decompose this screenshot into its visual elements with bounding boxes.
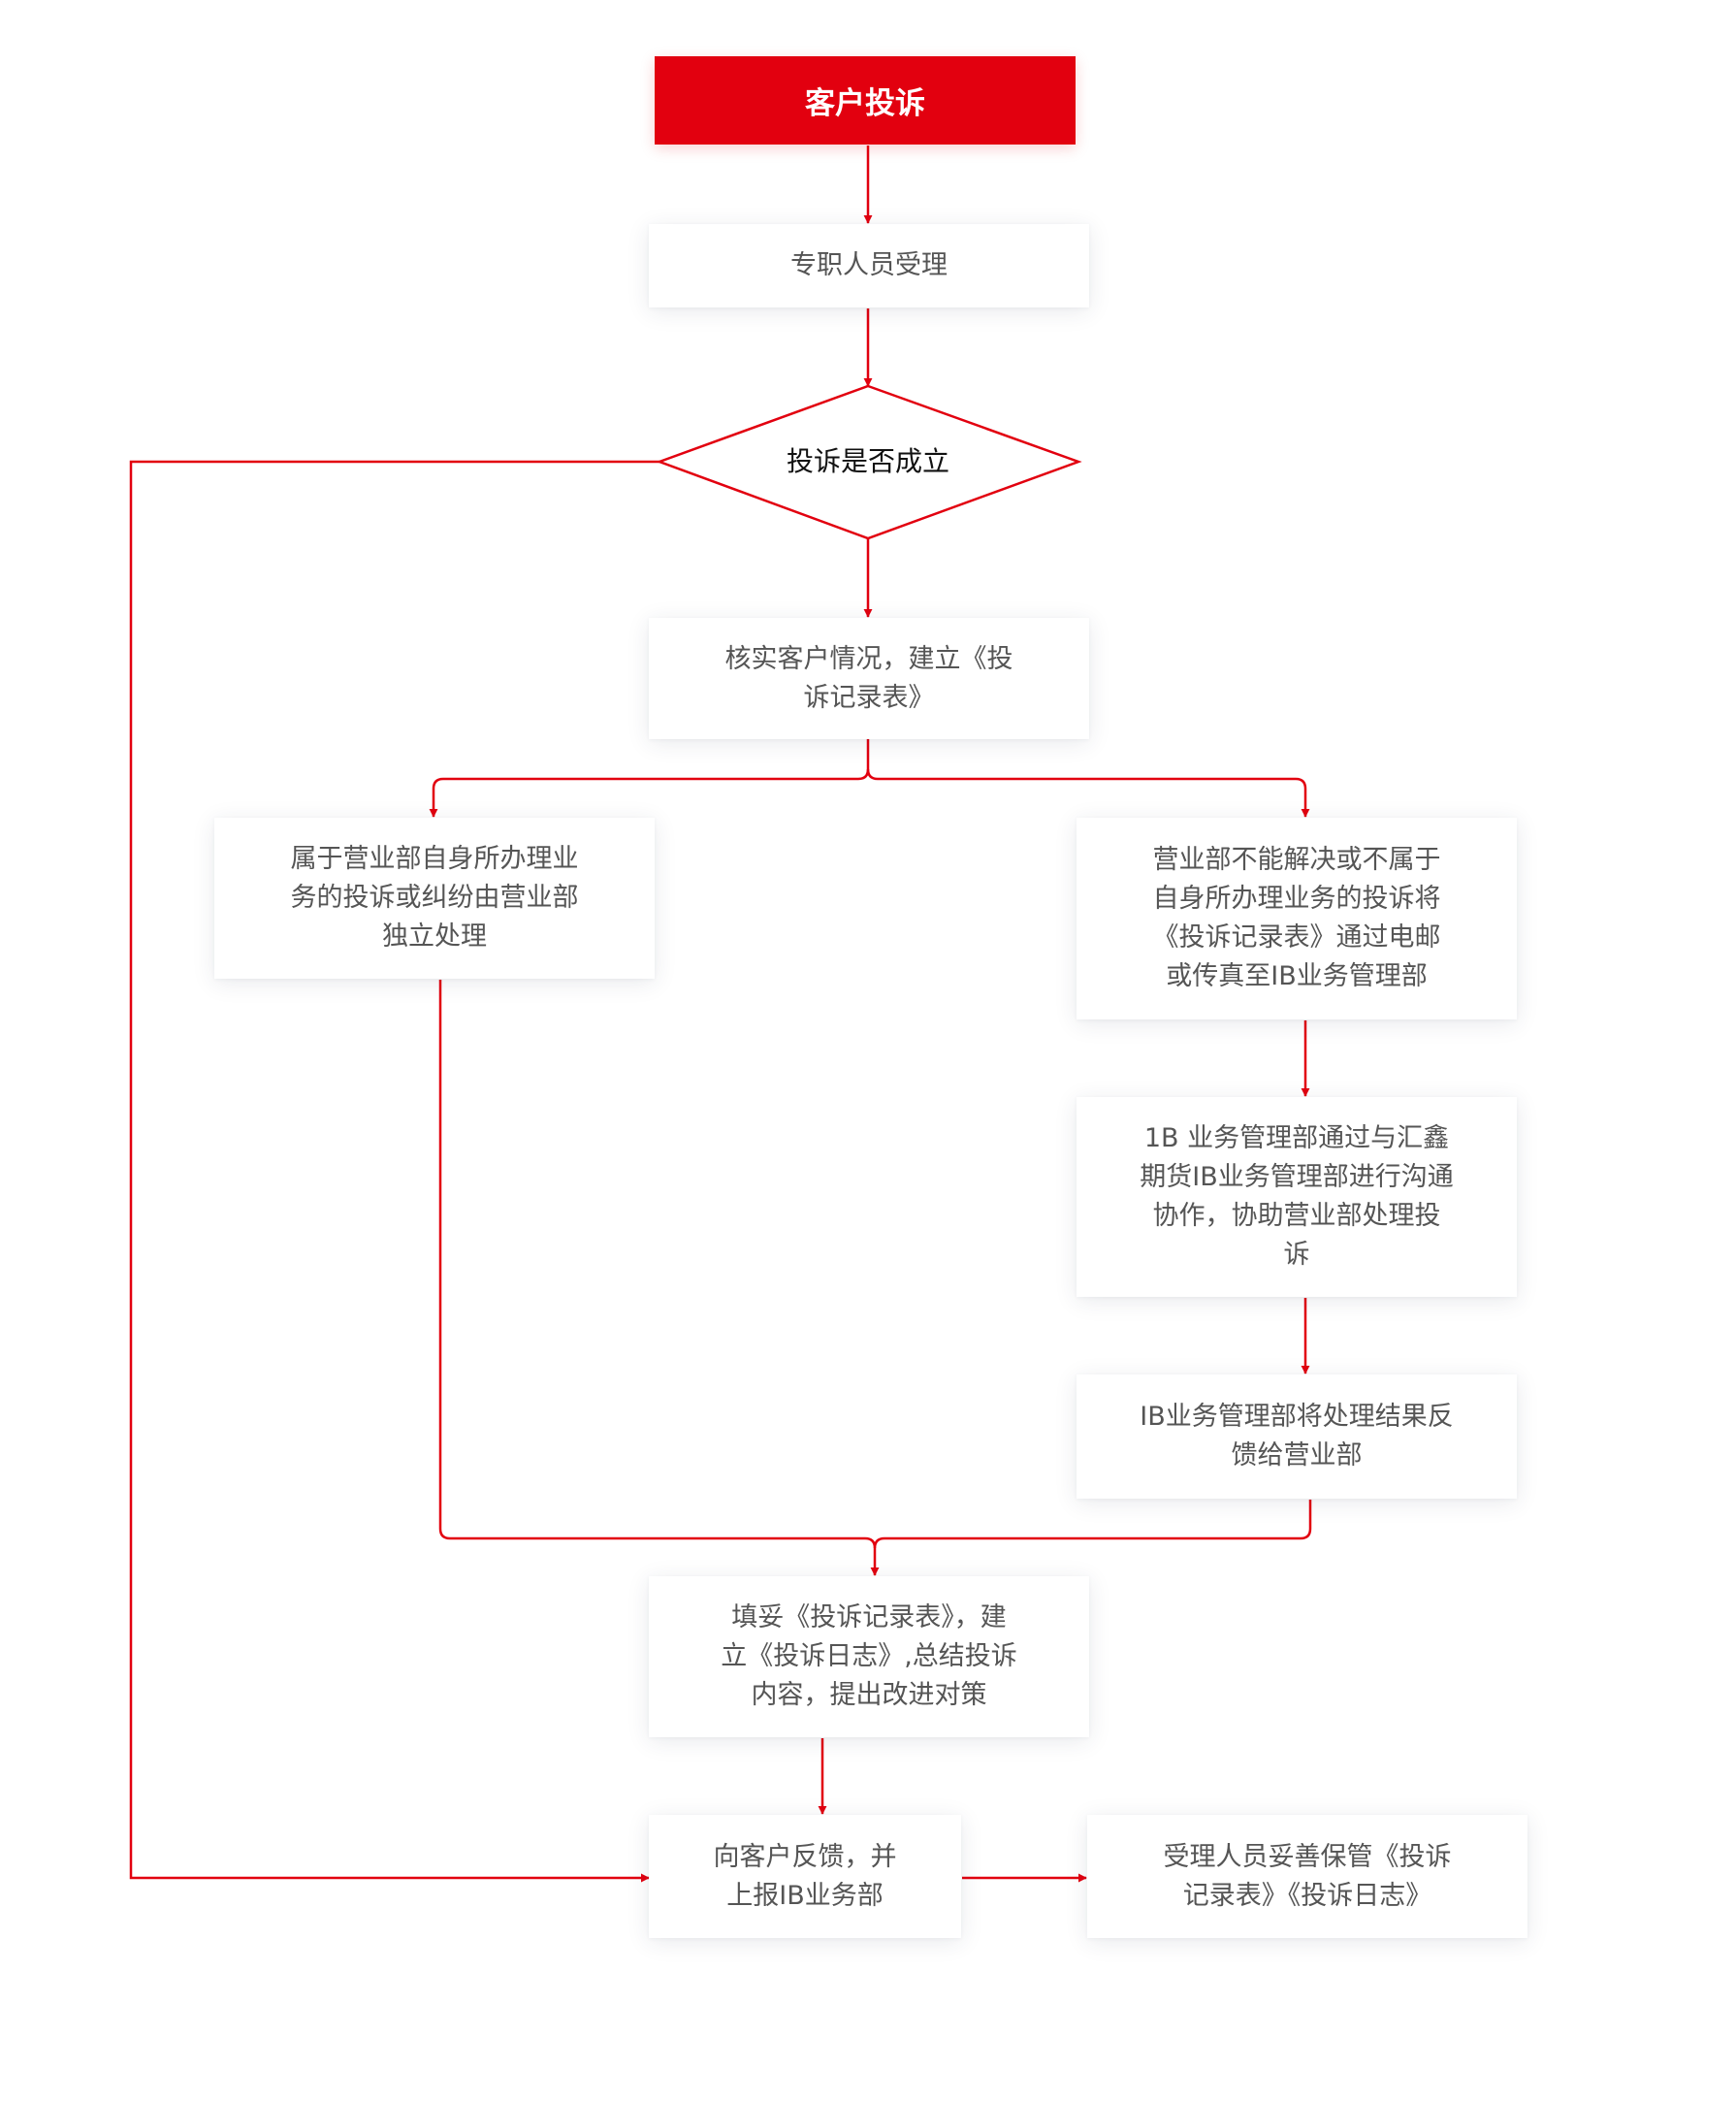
verify-node: 核实客户情况，建立《投 诉记录表》 (649, 618, 1089, 739)
customer-feedback-label: 向客户反馈，并 上报IB业务部 (713, 1841, 897, 1911)
branch-left-node: 属于营业部自身所办理业 务的投诉或纠纷由营业部 独立处理 (214, 818, 655, 979)
archive-label: 受理人员妥善保管《投诉 记录表》《投诉日志》 (1163, 1841, 1452, 1911)
customer-feedback-node: 向客户反馈，并 上报IB业务部 (649, 1815, 961, 1938)
branch-right-node: 营业部不能解决或不属于 自身所办理业务的投诉将 《投诉记录表》通过电邮 或传真至… (1077, 818, 1517, 1019)
connector-verify-to-right-branch (866, 768, 1310, 818)
accept-node: 专职人员受理 (649, 224, 1089, 307)
branch-right-label: 营业部不能解决或不属于 自身所办理业务的投诉将 《投诉记录表》通过电邮 或传真至… (1152, 845, 1441, 991)
archive-node: 受理人员妥善保管《投诉 记录表》《投诉日志》 (1087, 1815, 1527, 1938)
ib-feedback-node: IB业务管理部将处理结果反 馈给营业部 (1077, 1374, 1517, 1499)
ib-feedback-label: IB业务管理部将处理结果反 馈给营业部 (1140, 1402, 1454, 1471)
decision-label: 投诉是否成立 (786, 445, 949, 477)
connector-decision-no-to-feedback (129, 460, 659, 1883)
connector-left-to-merge (438, 980, 880, 1576)
accept-label: 专职人员受理 (790, 250, 948, 280)
start-label: 客户投诉 (805, 86, 925, 121)
branch-left-label: 属于营业部自身所办理业 务的投诉或纠纷由营业部 独立处理 (290, 844, 579, 952)
ib-cooperate-node: 1B 业务管理部通过与汇鑫 期货IB业务管理部进行沟通 协作，协助营业部处理投 … (1077, 1097, 1517, 1297)
connector-ib-feedback-to-merge (873, 1500, 1312, 1549)
connector-verify-to-branches-trunk (429, 739, 870, 818)
ib-cooperate-label: 1B 业务管理部通过与汇鑫 期货IB业务管理部进行沟通 协作，协助营业部处理投 … (1140, 1123, 1454, 1270)
decision-diamond-shape (656, 384, 1082, 540)
verify-label: 核实客户情况，建立《投 诉记录表》 (724, 643, 1013, 713)
summary-label: 填妥《投诉记录表》，建 立《投诉日志》,总结投诉 内容，提出改进对策 (721, 1602, 1017, 1710)
start-node: 客户投诉 (655, 56, 1076, 145)
summary-node: 填妥《投诉记录表》，建 立《投诉日志》,总结投诉 内容，提出改进对策 (649, 1576, 1089, 1737)
